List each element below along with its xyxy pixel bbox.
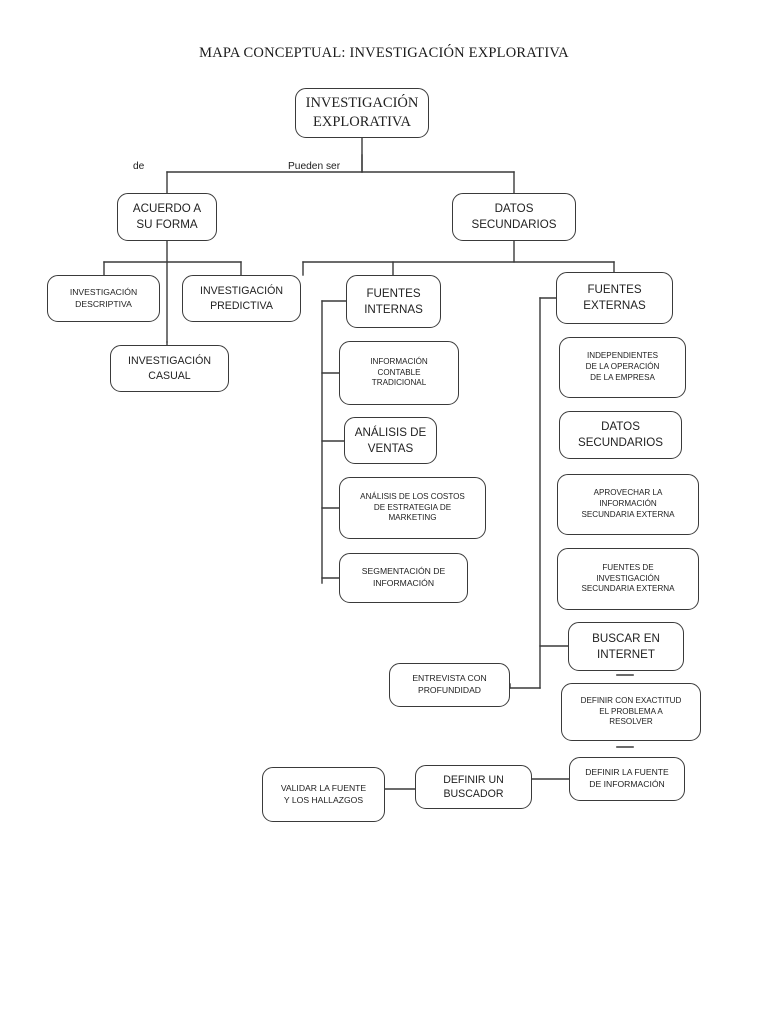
node-definir-con-exactitud-problema[interactable]: DEFINIR CON EXACTITUD EL PROBLEMA A RESO… — [561, 683, 701, 741]
node-investigacion-descriptiva[interactable]: INVESTIGACIÓN DESCRIPTIVA — [47, 275, 160, 322]
node-segmentacion-de-informacion[interactable]: SEGMENTACIÓN DE INFORMACIÓN — [339, 553, 468, 603]
edge-label-de: de — [133, 161, 145, 172]
node-analisis-de-ventas[interactable]: ANÁLISIS DE VENTAS — [344, 417, 437, 464]
node-validar-la-fuente-y-los-hallazgos[interactable]: VALIDAR LA FUENTE Y LOS HALLAZGOS — [262, 767, 385, 822]
node-datos-secundarios[interactable]: DATOS SECUNDARIOS — [452, 193, 576, 241]
node-investigacion-casual[interactable]: INVESTIGACIÓN CASUAL — [110, 345, 229, 392]
node-investigacion-predictiva[interactable]: INVESTIGACIÓN PREDICTIVA — [182, 275, 301, 322]
page-title: MAPA CONCEPTUAL: INVESTIGACIÓN EXPLORATI… — [199, 45, 569, 61]
node-aprovechar-informacion-secundaria-externa[interactable]: APROVECHAR LA INFORMACIÓN SECUNDARIA EXT… — [557, 474, 699, 535]
node-acuerdo-a-su-forma[interactable]: ACUERDO A SU FORMA — [117, 193, 217, 241]
node-analisis-costos-estrategia-marketing[interactable]: ANÁLISIS DE LOS COSTOS DE ESTRATEGIA DE … — [339, 477, 486, 539]
node-definir-la-fuente-de-informacion[interactable]: DEFINIR LA FUENTE DE INFORMACIÓN — [569, 757, 685, 801]
node-buscar-en-internet[interactable]: BUSCAR EN INTERNET — [568, 622, 684, 671]
node-fuentes-investigacion-secundaria-externa[interactable]: FUENTES DE INVESTIGACIÓN SECUNDARIA EXTE… — [557, 548, 699, 610]
edge-label-pueden-ser: Pueden ser — [288, 161, 341, 172]
node-fuentes-externas[interactable]: FUENTES EXTERNAS — [556, 272, 673, 324]
node-datos-secundarios-2[interactable]: DATOS SECUNDARIOS — [559, 411, 682, 459]
node-fuentes-internas[interactable]: FUENTES INTERNAS — [346, 275, 441, 328]
node-definir-un-buscador[interactable]: DEFINIR UN BUSCADOR — [415, 765, 532, 809]
node-independientes-operacion-empresa[interactable]: INDEPENDIENTES DE LA OPERACIÓN DE LA EMP… — [559, 337, 686, 398]
node-entrevista-con-profundidad[interactable]: ENTREVISTA CON PROFUNDIDAD — [389, 663, 510, 707]
node-investigacion-explorativa[interactable]: INVESTIGACIÓN EXPLORATIVA — [295, 88, 429, 138]
node-informacion-contable-tradicional[interactable]: INFORMACIÓN CONTABLE TRADICIONAL — [339, 341, 459, 405]
